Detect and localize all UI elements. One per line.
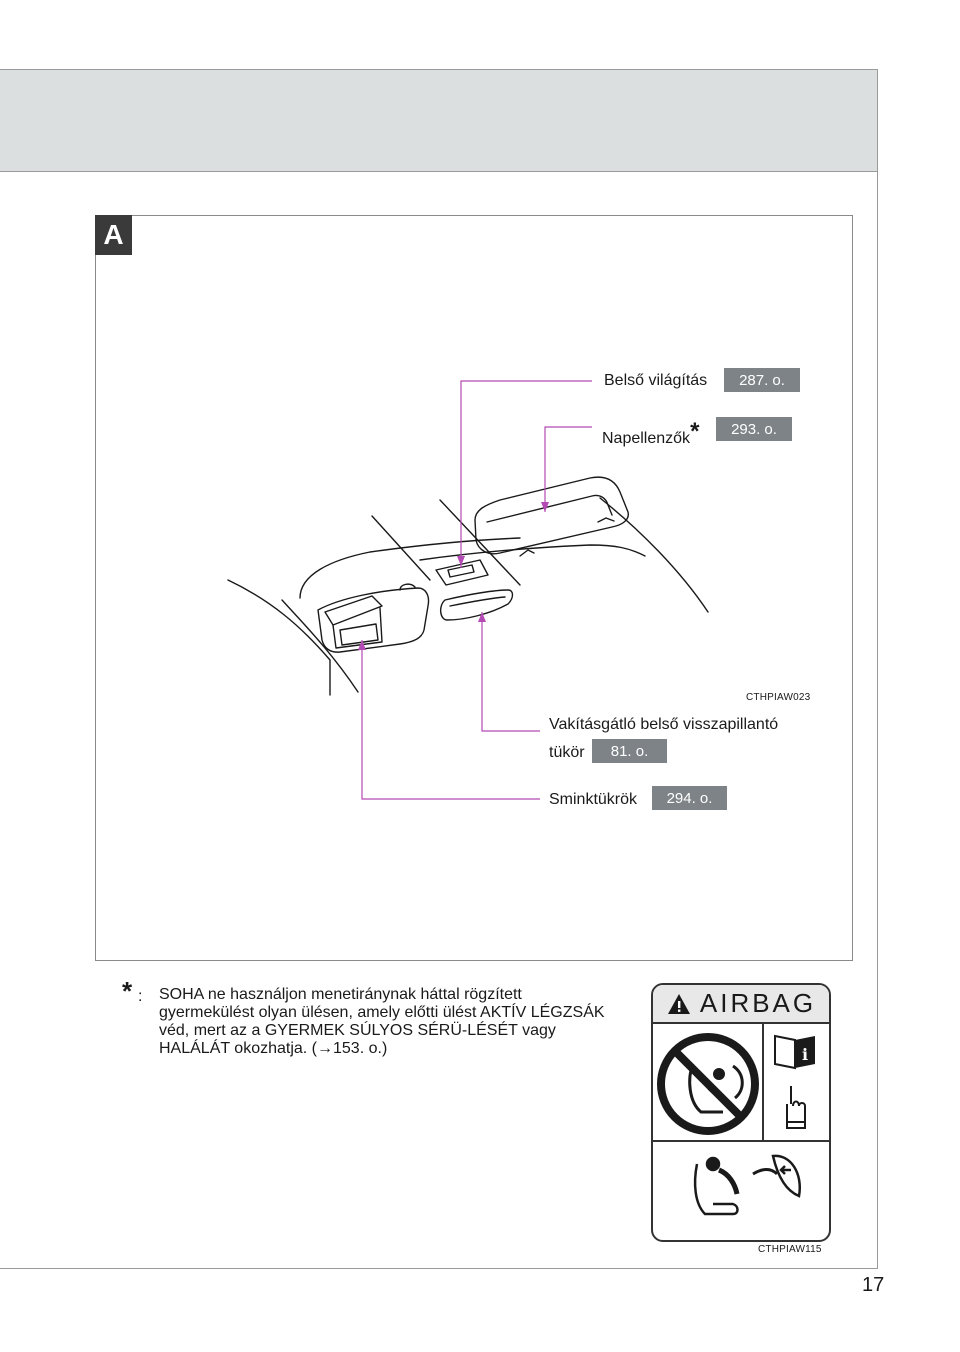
page-number: 17 (862, 1274, 885, 1296)
callout-label-sun-visors: Napellenzők* (602, 418, 699, 450)
footnote-star-marker: * (690, 418, 700, 445)
callout-label-rearview-mirror-line1: Vakításgátló belső visszapillantó (549, 716, 779, 733)
pointing-hand-icon (786, 1086, 806, 1129)
callout-label-vanity-mirrors: Sminktükrök (549, 791, 638, 808)
section-tag: A (95, 215, 132, 255)
airbag-label-pictograms: i (653, 1024, 829, 1216)
page-ref-sun-visors[interactable]: 293. o. (716, 417, 792, 441)
callout-label-sun-visors-text: Napellenzők (602, 430, 691, 447)
airbag-deployment-icon (693, 1154, 802, 1216)
figure-code-airbag: CTHPIAW115 (758, 1244, 822, 1255)
airbag-warning-label: AIRBAG i (651, 983, 831, 1242)
figure-code-main: CTHPIAW023 (746, 692, 811, 703)
page-ref-interior-light[interactable]: 287. o. (724, 368, 800, 392)
airbag-label-header: AIRBAG (653, 985, 829, 1024)
footnote-star: * (122, 976, 133, 1006)
read-manual-icon: i (774, 1034, 815, 1070)
airbag-label-title: AIRBAG (699, 988, 817, 1018)
footnote-text: SOHA ne használjon menetiránynak háttal … (159, 986, 605, 1057)
right-margin-rule (877, 69, 878, 1269)
info-glyph: i (802, 1045, 808, 1064)
header-band (0, 69, 878, 172)
footnote-colon: : (138, 988, 143, 1005)
callout-label-interior-light: Belső világítás (604, 372, 708, 389)
no-rear-facing-child-seat-icon (657, 1033, 759, 1135)
callout-label-rearview-mirror-line2: tükör (549, 744, 585, 761)
page-ref-rearview-mirror[interactable]: 81. o. (592, 739, 667, 763)
warning-triangle-icon (667, 993, 690, 1014)
bottom-rule (0, 1268, 878, 1269)
page-ref-vanity-mirrors[interactable]: 294. o. (652, 786, 727, 810)
figure-frame (95, 215, 853, 961)
